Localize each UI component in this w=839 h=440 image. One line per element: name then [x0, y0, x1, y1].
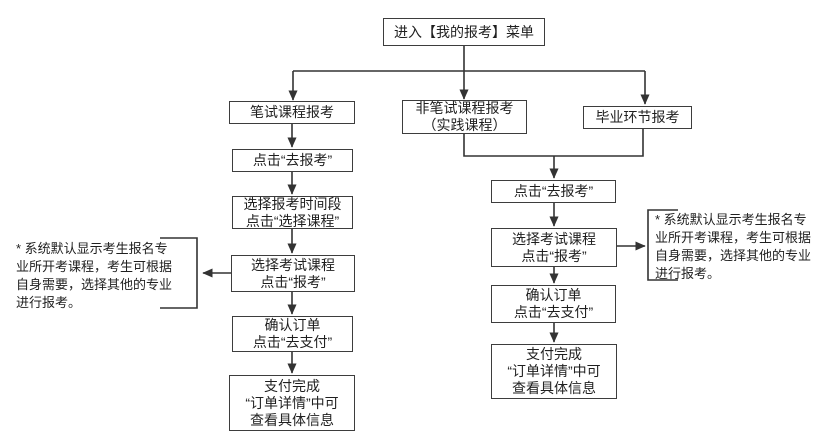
- flow-node-shared-step4: 支付完成 “订单详情”中可 查看具体信息: [491, 344, 617, 399]
- note-right: * 系统默认显示考生报名专 业所开考课程，考生可根据 自身需要，选择其他的专业 …: [655, 212, 812, 281]
- note-left: * 系统默认显示考生报名专 业所开考课程，考生可根据 自身需要，选择其他的专业 …: [16, 241, 173, 310]
- flow-node-branch-nonwritten: 非笔试课程报考 （实践课程）: [402, 100, 527, 134]
- flow-node-written-step2: 选择报考时间段 点击“选择课程”: [232, 196, 353, 229]
- connector-branch-split: [293, 45, 645, 72]
- flow-node-branch-written: 笔试课程报考: [229, 101, 355, 124]
- flow-node-shared-step1: 点击“去报考”: [491, 180, 616, 203]
- flow-node-shared-step3: 确认订单 点击“去支付”: [491, 285, 616, 323]
- flow-node-branch-graduation: 毕业环节报考: [583, 106, 692, 129]
- flow-node-start: 进入【我的报考】菜单: [383, 18, 545, 46]
- flow-node-written-step1: 点击“去报考”: [232, 149, 353, 172]
- flow-node-written-step4: 确认订单 点击“去支付”: [232, 316, 353, 352]
- flow-node-written-step3: 选择考试课程 点击“报考”: [231, 255, 355, 292]
- flow-node-written-step5: 支付完成 “订单详情”中可 查看具体信息: [229, 375, 355, 431]
- flow-node-shared-step2: 选择考试课程 点击“报考”: [491, 228, 617, 267]
